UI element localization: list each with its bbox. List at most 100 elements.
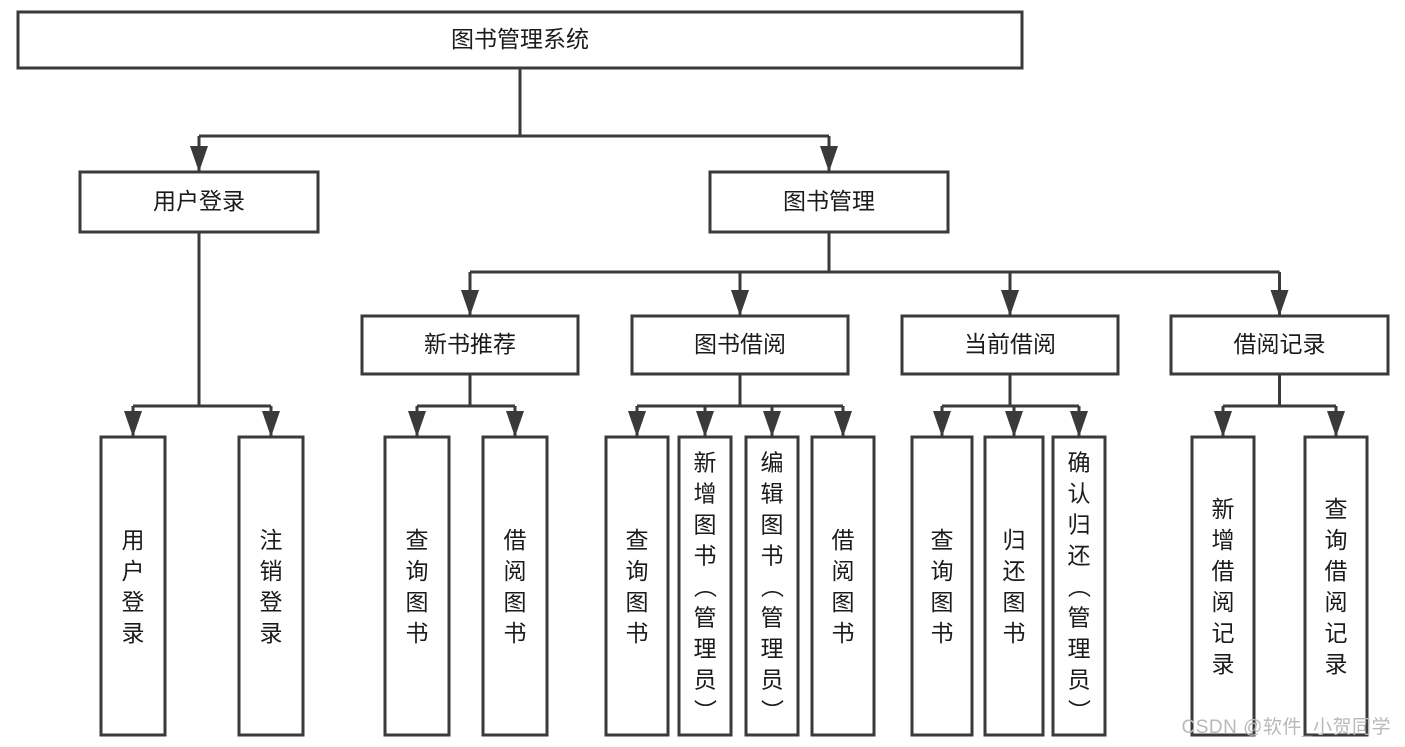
node-label-char: 查	[931, 527, 954, 553]
arrow-head-icon	[506, 411, 524, 437]
node-借阅记录[interactable]: 借阅记录	[1169, 314, 1390, 376]
node-label-char: 新	[694, 450, 717, 476]
node-label-char: 书	[931, 620, 954, 646]
node-label-char: 员	[1068, 667, 1091, 693]
node-label-char: 书	[694, 543, 717, 569]
node-label-char: 查	[1325, 496, 1348, 522]
node-box	[1190, 435, 1256, 737]
node-box	[1303, 435, 1369, 737]
node-box	[237, 435, 305, 737]
node-label: 图书借阅	[694, 331, 786, 357]
arrow-head-icon	[1214, 411, 1232, 437]
node-label-char: 管	[761, 605, 784, 631]
arrow-head-icon	[1070, 411, 1088, 437]
node-label-char: 编	[761, 450, 784, 476]
node-label-char: 管	[1068, 605, 1091, 631]
node-label-char: 阅	[504, 558, 527, 584]
node-box	[630, 314, 850, 376]
node-label-char: ）	[759, 699, 785, 722]
node-box	[900, 314, 1120, 376]
node-label-char: 图	[832, 589, 855, 615]
node-label-char: 还	[1003, 558, 1026, 584]
arrow-head-icon	[820, 146, 838, 172]
node-label-char: 确	[1068, 450, 1091, 476]
node-label-char: 认	[1068, 481, 1091, 507]
node-label-char: 录	[1212, 651, 1235, 677]
node-label: 图书管理	[783, 188, 875, 214]
connector-layer	[124, 68, 1345, 437]
node-label-char: 增	[1212, 527, 1235, 553]
arrow-head-icon	[1270, 290, 1289, 316]
node-label-char: 录	[1325, 651, 1348, 677]
node-label-char: 询	[931, 558, 954, 584]
node-label: 图书管理系统	[451, 26, 589, 52]
node-label-char: 图	[694, 512, 717, 538]
node-label-char: 书	[761, 543, 784, 569]
node-图书管理[interactable]: 图书管理	[708, 170, 950, 234]
node-box	[383, 435, 451, 737]
node-当前借阅[interactable]: 当前借阅	[900, 314, 1120, 376]
node-label-char: 借	[1325, 558, 1348, 584]
node-label-char: 户	[122, 558, 145, 584]
arrow-head-icon	[933, 411, 951, 437]
node-label-char: （	[692, 575, 718, 598]
node-layer: 图书管理系统用户登录图书管理新书推荐图书借阅当前借阅借阅记录用户登录注销登录查询…	[16, 10, 1390, 737]
node-label-char: 辑	[761, 481, 784, 507]
node-label-char: 管	[694, 605, 717, 631]
node-用户登录[interactable]: 用户登录	[78, 170, 320, 234]
node-box	[677, 435, 733, 737]
node-label-char: 员	[761, 667, 784, 693]
arrow-head-icon	[262, 411, 280, 437]
node-label-char: 查	[406, 527, 429, 553]
node-label-char: 图	[761, 512, 784, 538]
node-label-char: 图	[406, 589, 429, 615]
node-label: 用户登录	[153, 188, 245, 214]
arrow-head-icon	[1327, 411, 1345, 437]
node-box	[744, 435, 800, 737]
node-label-char: 阅	[832, 558, 855, 584]
node-label-char: 理	[1068, 636, 1091, 662]
node-label-char: ）	[692, 699, 718, 722]
node-图书管理系统[interactable]: 图书管理系统	[16, 10, 1024, 70]
node-label-char: 借	[504, 527, 527, 553]
node-用户登录[interactable]: 用户登录	[99, 435, 167, 737]
node-label-char: 图	[626, 589, 649, 615]
node-label-char: 图	[504, 589, 527, 615]
node-box	[481, 435, 549, 737]
node-label-char: （	[759, 575, 785, 598]
node-box	[604, 435, 670, 737]
node-label-char: 登	[260, 589, 283, 615]
node-box	[810, 435, 876, 737]
node-label-char: 理	[761, 636, 784, 662]
arrow-head-icon	[696, 411, 714, 437]
node-新书推荐[interactable]: 新书推荐	[360, 314, 580, 376]
arrow-head-icon	[1005, 411, 1023, 437]
node-label-char: 注	[260, 527, 283, 553]
node-label-char: 询	[1325, 527, 1348, 553]
node-box	[1051, 435, 1107, 737]
node-label-char: 图	[1003, 589, 1026, 615]
node-label: 借阅记录	[1234, 331, 1326, 357]
node-label-char: 阅	[1325, 589, 1348, 615]
node-label-char: ）	[1066, 699, 1092, 722]
node-label-char: 用	[122, 527, 145, 553]
arrow-head-icon	[731, 290, 749, 316]
node-label-char: 员	[694, 667, 717, 693]
node-图书借阅[interactable]: 图书借阅	[630, 314, 850, 376]
arrow-head-icon	[628, 411, 646, 437]
node-box	[910, 435, 974, 737]
arrow-head-icon	[461, 290, 479, 316]
